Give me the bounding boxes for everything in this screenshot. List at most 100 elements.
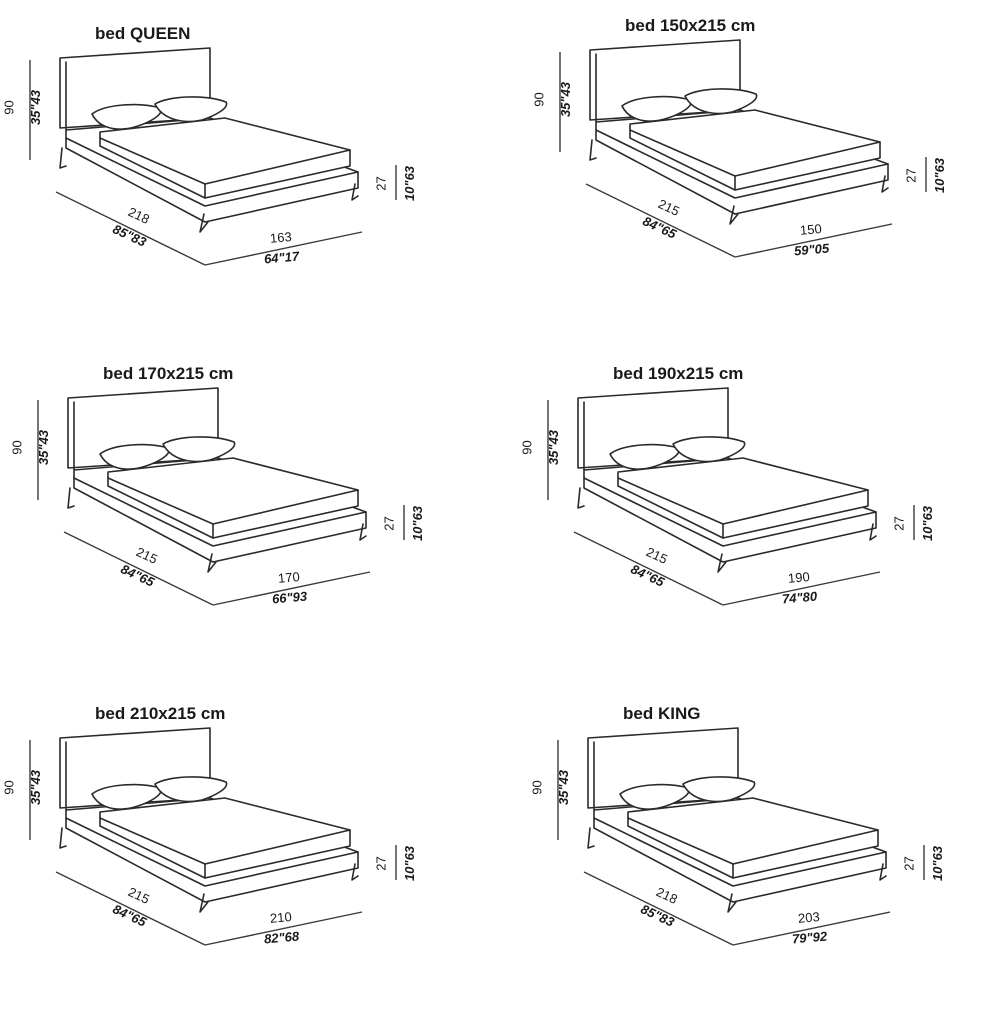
bed-drawing [547, 387, 915, 606]
bed-panel-2: bed 150x215 cm 90 35"43 215 84"65 150 59… [530, 0, 1000, 325]
leg-right [869, 523, 877, 541]
bed-panel-6: bed KING 90 35"43 218 85"83 203 79"92 27… [528, 680, 1000, 1013]
width-in-label: 64"17 [263, 248, 300, 267]
width-dim-line [204, 911, 363, 946]
pillow-left [99, 443, 170, 470]
bed-title: bed 190x215 cm [613, 364, 744, 383]
width-cm-label: 203 [797, 909, 821, 926]
leg-in-label: 10"63 [402, 165, 418, 202]
depth-dim-line [63, 531, 214, 606]
leg-front [199, 213, 209, 233]
frame-top-edge [65, 137, 359, 207]
bed-title: bed 210x215 cm [95, 704, 226, 723]
pillow-right [154, 96, 228, 123]
width-in-label: 79"92 [791, 928, 828, 947]
leg-front [199, 893, 209, 913]
leg-in-label: 10"63 [920, 505, 936, 542]
depth-dim-line [55, 191, 206, 266]
width-dim-line [212, 571, 371, 606]
width-in-label: 59"05 [793, 240, 830, 259]
height-in-label: 35"43 [36, 429, 52, 466]
bed-drawing [37, 387, 405, 606]
mattress [617, 457, 869, 539]
height-cm-label: 90 [1, 100, 17, 115]
pillow-right [162, 436, 236, 463]
height-in-label: 35"43 [546, 429, 562, 466]
pillow-right [154, 776, 228, 803]
bed-drawing [29, 727, 397, 946]
bed-panel-1: bed QUEEN 90 35"43 218 85"83 163 64"17 2… [0, 0, 500, 333]
width-cm-label: 170 [277, 569, 301, 586]
depth-dim-line [573, 531, 724, 606]
frame-top-edge [595, 129, 889, 199]
depth-dim-line [585, 183, 736, 258]
width-dim-line [734, 223, 893, 258]
leg-cm-label: 27 [373, 176, 389, 191]
bed-drawing [557, 727, 925, 946]
pillow-left [619, 783, 690, 810]
leg-right [351, 183, 359, 201]
frame-top-edge [593, 817, 887, 887]
height-cm-label: 90 [529, 780, 545, 795]
pillow-right [684, 88, 758, 115]
depth-dim-line [583, 871, 734, 946]
bed-title: bed QUEEN [95, 24, 191, 43]
leg-cm-label: 27 [891, 516, 907, 531]
bed-panel-3: bed 170x215 cm 90 35"43 215 84"65 170 66… [8, 340, 508, 673]
leg-cm-label: 27 [903, 168, 919, 183]
leg-right [351, 863, 359, 881]
leg-cm-label: 27 [381, 516, 397, 531]
height-cm-label: 90 [9, 440, 25, 455]
bed-title: bed KING [623, 704, 701, 723]
depth-dim-line [55, 871, 206, 946]
leg-front [727, 893, 737, 913]
leg-front [729, 205, 739, 225]
height-cm-label: 90 [519, 440, 535, 455]
width-cm-label: 150 [799, 221, 823, 238]
leg-right [879, 863, 887, 881]
bed-title: bed 150x215 cm [625, 16, 756, 35]
mattress [627, 797, 879, 879]
mattress [107, 457, 359, 539]
leg-cm-label: 27 [901, 856, 917, 871]
pillow-left [609, 443, 680, 470]
pillow-left [91, 783, 162, 810]
leg-back [577, 487, 585, 509]
pillow-left [621, 95, 692, 122]
leg-back [59, 147, 67, 169]
leg-back [59, 827, 67, 849]
mattress [629, 109, 881, 191]
bed-drawing [29, 47, 397, 266]
leg-front [717, 553, 727, 573]
mattress [99, 117, 351, 199]
height-in-label: 35"43 [28, 769, 44, 806]
leg-front [207, 553, 217, 573]
leg-right [881, 175, 889, 193]
leg-right [359, 523, 367, 541]
width-dim-line [204, 231, 363, 266]
width-in-label: 74"80 [781, 588, 818, 607]
pillow-right [682, 776, 756, 803]
leg-back [587, 827, 595, 849]
height-in-label: 35"43 [28, 89, 44, 126]
mattress [99, 797, 351, 879]
width-cm-label: 163 [269, 229, 293, 246]
pillow-right [672, 436, 746, 463]
frame-top-edge [583, 477, 877, 547]
width-in-label: 82"68 [263, 928, 300, 947]
leg-cm-label: 27 [373, 856, 389, 871]
bed-title: bed 170x215 cm [103, 364, 234, 383]
leg-back [67, 487, 75, 509]
height-cm-label: 90 [531, 92, 547, 107]
height-in-label: 35"43 [558, 81, 574, 118]
width-dim-line [732, 911, 891, 946]
leg-in-label: 10"63 [402, 845, 418, 882]
height-cm-label: 90 [1, 780, 17, 795]
width-cm-label: 210 [269, 909, 293, 926]
bed-panel-4: bed 190x215 cm 90 35"43 215 84"65 190 74… [518, 340, 1000, 673]
width-in-label: 66"93 [271, 588, 308, 607]
frame-top-edge [65, 817, 359, 887]
width-dim-line [722, 571, 881, 606]
bed-drawing [559, 39, 927, 258]
